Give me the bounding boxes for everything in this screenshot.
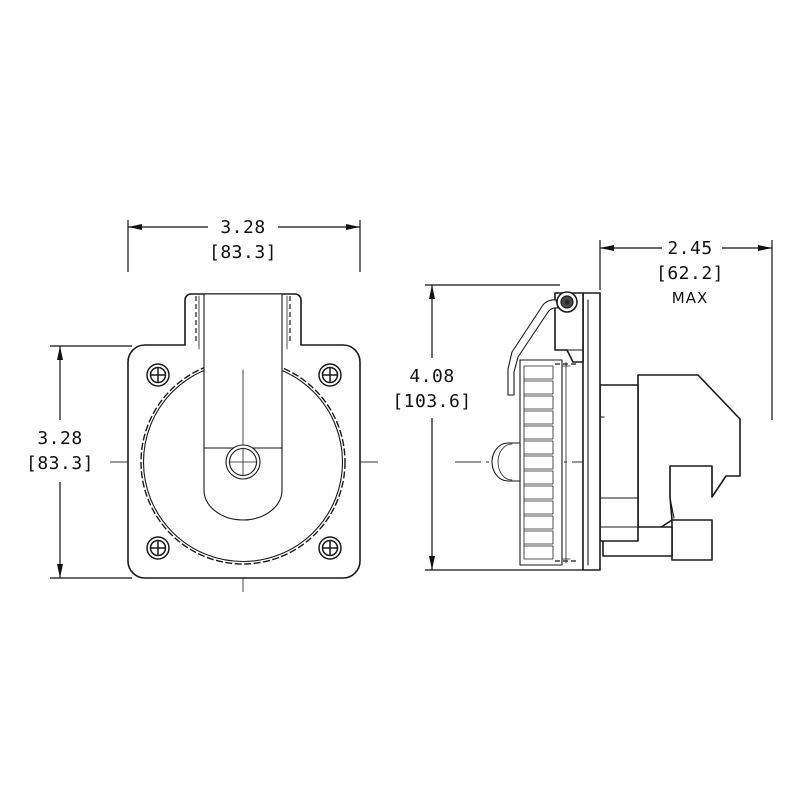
depth-dim-note: MAX — [672, 289, 708, 307]
depth-arrow-left — [600, 245, 614, 251]
height-arrow-bottom — [57, 564, 63, 578]
height-dim-mm: [83.3] — [26, 453, 94, 474]
overall-height-dim-inches: 4.08 — [409, 366, 454, 387]
side-housing-notch — [669, 465, 713, 499]
side-view — [455, 291, 741, 571]
overall-height-arrow-bottom — [429, 556, 435, 570]
dimension-depth: 2.45 [62.2] MAX — [599, 238, 773, 420]
front-view — [110, 293, 378, 592]
width-arrow-left — [128, 224, 142, 230]
side-mounting-flange — [582, 292, 601, 571]
side-barrel — [599, 384, 639, 542]
height-dim-inches: 3.28 — [37, 428, 82, 449]
side-housing-notch-leg — [669, 497, 675, 519]
front-screw-top-right — [318, 363, 342, 387]
depth-arrow-right — [758, 245, 772, 251]
side-latch-knob-inner — [497, 443, 513, 481]
width-dim-inches: 3.28 — [220, 217, 265, 238]
width-arrow-right — [346, 224, 360, 230]
depth-dim-inches: 2.45 — [667, 238, 712, 259]
side-hinge-pivot — [556, 291, 578, 313]
side-cover-plate — [519, 359, 563, 566]
width-dim-mm: [83.3] — [209, 242, 277, 263]
overall-height-arrow-top — [429, 285, 435, 299]
side-lower-tab — [671, 519, 713, 561]
dimension-width: 3.28 [83.3] — [127, 217, 361, 272]
dimension-height: 3.28 [83.3] — [26, 345, 132, 579]
depth-dim-mm: [62.2] — [656, 263, 724, 284]
side-latch-knob — [491, 442, 521, 482]
side-cover-arm — [507, 299, 559, 396]
height-arrow-top — [57, 346, 63, 360]
front-screw-bottom-left — [146, 536, 170, 560]
side-serration-teeth — [523, 365, 554, 560]
overall-height-dim-mm: [103.6] — [392, 391, 471, 412]
front-screw-top-left — [146, 363, 170, 387]
front-screw-bottom-right — [318, 536, 342, 560]
dimension-overall-height: 4.08 [103.6] — [392, 284, 583, 571]
